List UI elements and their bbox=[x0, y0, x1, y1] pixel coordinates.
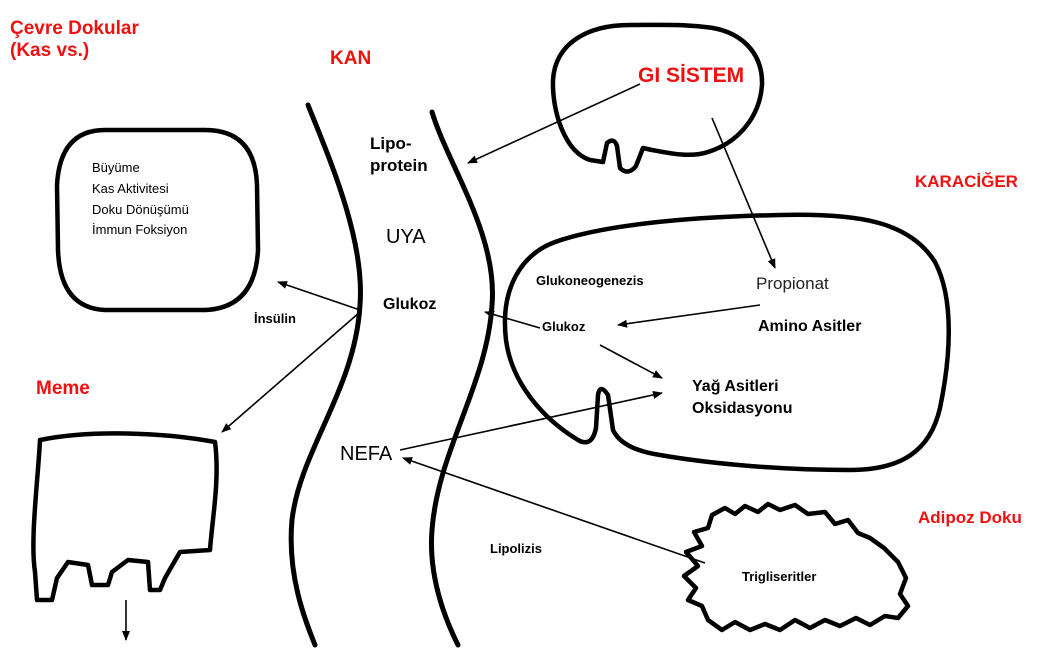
amino-acids-label: Amino Asitler bbox=[758, 318, 861, 336]
liver-shape bbox=[505, 215, 949, 470]
vessel-wall-left bbox=[291, 105, 360, 645]
mammary-shape bbox=[33, 433, 216, 600]
gi-system-shape bbox=[553, 25, 762, 172]
gluconeogenesis-label: Glukoneogenezis bbox=[536, 274, 644, 289]
vessel-wall-right bbox=[431, 112, 492, 645]
liver-glucose-label: Glukoz bbox=[542, 320, 585, 335]
arrow-insulin-to-tissue bbox=[278, 282, 360, 310]
adipose-shape bbox=[684, 504, 908, 630]
peripheral-functions-list: Büyüme Kas Aktivitesi Doku Dönüşümü İmmu… bbox=[92, 158, 189, 241]
lipolysis-label: Lipolizis bbox=[490, 542, 542, 557]
lipoprotein-label: Lipo- protein bbox=[370, 133, 428, 177]
liver-title: KARACİĞER bbox=[915, 172, 1018, 192]
blood-title: KAN bbox=[330, 48, 371, 70]
triglycerides-label: Trigliseritler bbox=[742, 570, 816, 585]
peripheral-tissues-title: Çevre Dokular (Kas vs.) bbox=[10, 18, 139, 62]
adipose-title: Adipoz Doku bbox=[918, 508, 1022, 528]
uya-label: UYA bbox=[386, 226, 426, 249]
gi-system-title: GI SİSTEM bbox=[638, 64, 744, 88]
blood-glucose-label: Glukoz bbox=[383, 296, 436, 314]
arrow-liver-glucose-to-blood bbox=[485, 312, 540, 328]
arrow-glucose-to-mammary bbox=[222, 312, 360, 432]
fatty-acid-oxidation-label: Yağ Asitleri Oksidasyonu bbox=[692, 376, 792, 421]
arrow-propionate-to-glucose bbox=[618, 305, 760, 325]
arrow-glucose-to-oxidation bbox=[600, 345, 662, 378]
nefa-label: NEFA bbox=[340, 443, 392, 466]
insulin-label: İnsülin bbox=[254, 312, 296, 327]
arrow-adipose-to-nefa bbox=[403, 458, 705, 563]
mammary-title: Meme bbox=[36, 378, 90, 400]
arrow-gi-to-propionate bbox=[712, 118, 775, 268]
propionate-label: Propionat bbox=[756, 274, 829, 294]
